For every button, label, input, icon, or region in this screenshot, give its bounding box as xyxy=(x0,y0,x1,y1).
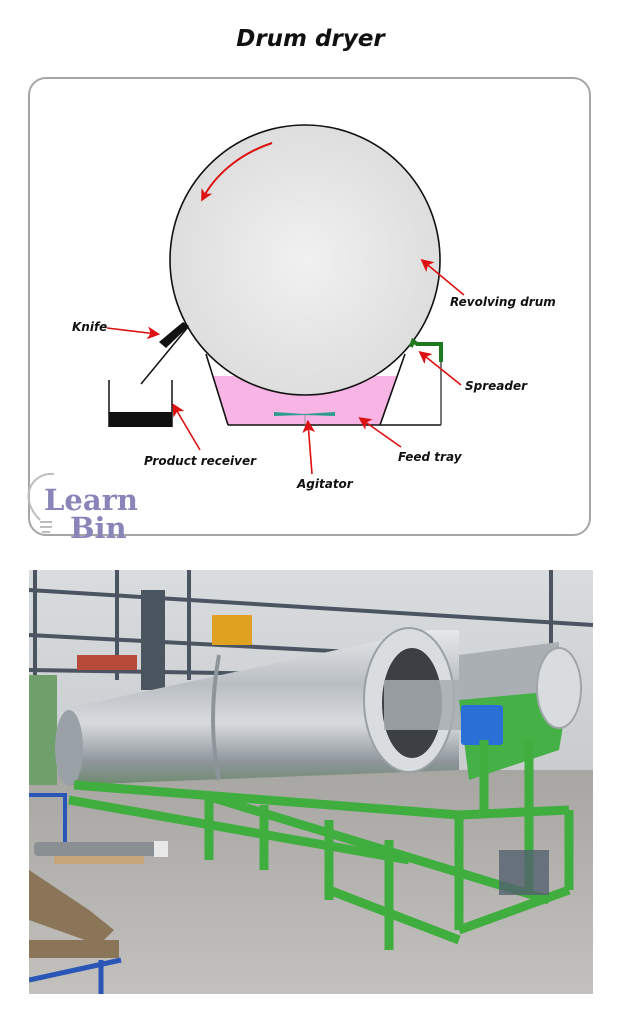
logo-line1: Learn xyxy=(44,483,138,517)
label-knife: Knife xyxy=(72,320,107,334)
logo-line2: Bin xyxy=(70,511,127,545)
rotation-arrow-icon xyxy=(201,142,273,202)
lightbulb-icon xyxy=(27,472,55,533)
label-spreader: Spreader xyxy=(465,379,528,393)
learnbin-logo: Learn Bin xyxy=(27,472,138,545)
page-title: Drum dryer xyxy=(236,26,385,52)
label-agitator: Agitator xyxy=(296,477,354,491)
drum-dryer-photo xyxy=(29,570,593,994)
diagram-illustration: Knife Revolving drum Spreader Feed tray … xyxy=(27,124,556,545)
product-receiver xyxy=(108,380,173,427)
spreader xyxy=(409,337,443,362)
label-feed-tray: Feed tray xyxy=(398,450,463,464)
revolving-drum xyxy=(169,124,441,396)
motor-icon xyxy=(461,705,503,745)
pointer-arrows xyxy=(106,258,465,475)
drum-dryer-photo-illustration xyxy=(29,570,593,994)
label-revolving-drum: Revolving drum xyxy=(450,295,556,309)
label-product-receiver: Product receiver xyxy=(144,454,257,468)
knife xyxy=(140,322,189,385)
